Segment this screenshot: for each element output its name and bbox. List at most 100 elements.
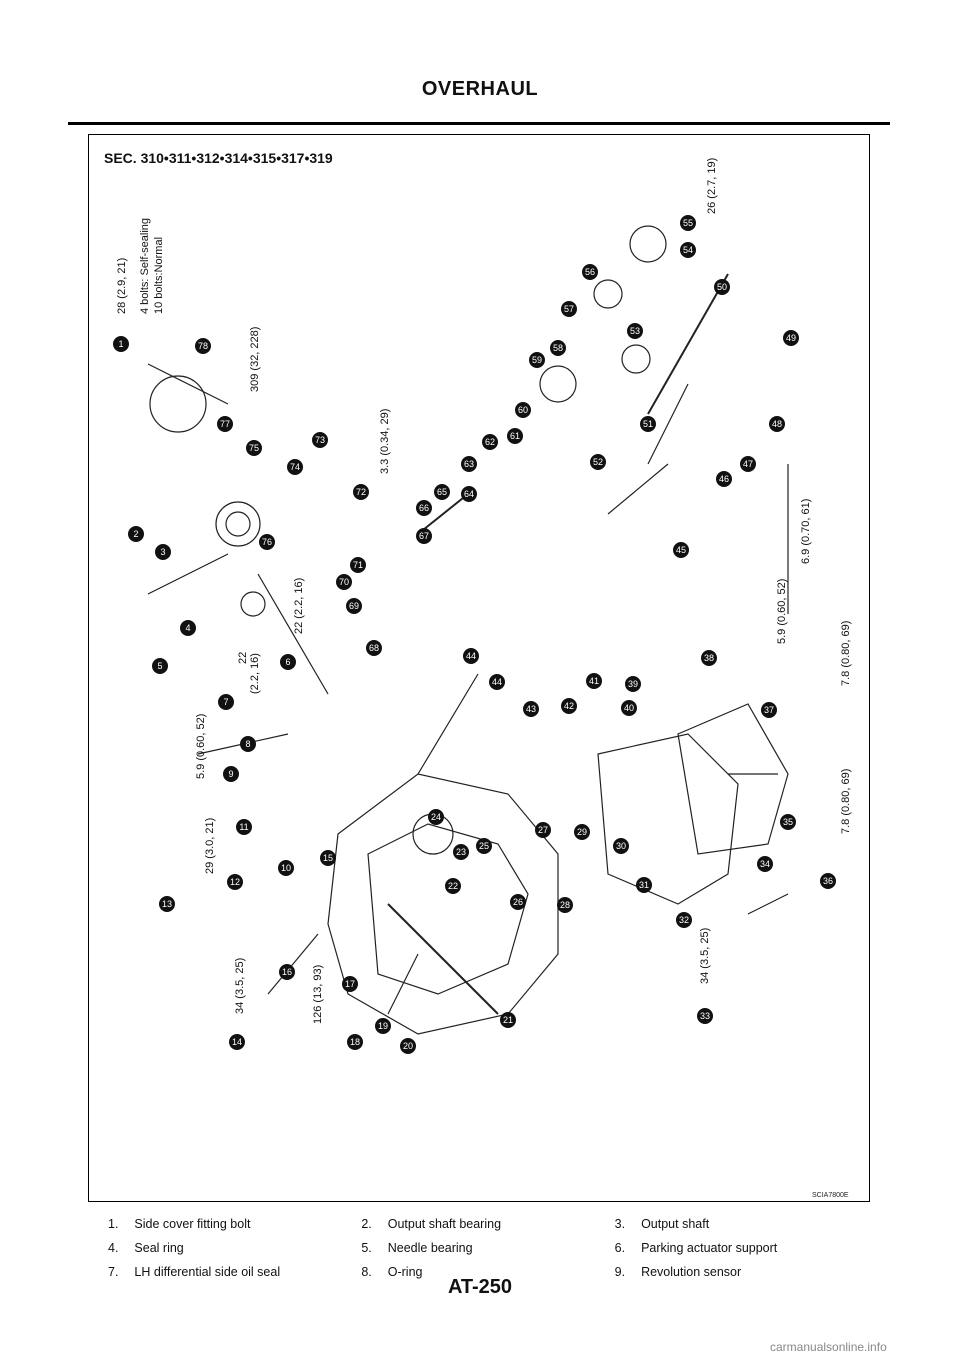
svg-text:4: 4 xyxy=(185,623,190,633)
callout-52: 52 xyxy=(590,454,606,470)
svg-text:7: 7 xyxy=(223,697,228,707)
callout-61: 61 xyxy=(507,428,523,444)
legend-item: 9. Revolution sensor xyxy=(615,1265,868,1279)
callout-4: 4 xyxy=(180,620,196,636)
callout-16: 16 xyxy=(279,964,295,980)
svg-text:30: 30 xyxy=(616,841,626,851)
svg-text:71: 71 xyxy=(353,560,363,570)
svg-text:35: 35 xyxy=(783,817,793,827)
actuator-part xyxy=(629,225,667,263)
svg-text:50: 50 xyxy=(717,282,727,292)
svg-text:58: 58 xyxy=(553,343,563,353)
legend-text: Output shaft xyxy=(641,1217,710,1231)
callout-69: 69 xyxy=(346,598,362,614)
callout-11: 11 xyxy=(236,819,252,835)
callout-18: 18 xyxy=(347,1034,363,1050)
callout-71: 71 xyxy=(350,557,366,573)
legend-text: LH differential side oil seal xyxy=(134,1265,281,1279)
svg-text:13: 13 xyxy=(162,899,172,909)
callout-21: 21 xyxy=(500,1012,516,1028)
svg-text:16: 16 xyxy=(282,967,292,977)
legend-text: Seal ring xyxy=(134,1241,184,1255)
callout-26: 26 xyxy=(510,894,526,910)
callout-24: 24 xyxy=(428,809,444,825)
legend-text: Revolution sensor xyxy=(641,1265,742,1279)
svg-text:8: 8 xyxy=(245,739,250,749)
svg-text:14: 14 xyxy=(232,1037,242,1047)
callout-58: 58 xyxy=(550,340,566,356)
legend-num: 9. xyxy=(614,1265,626,1279)
legend-num: 1. xyxy=(108,1217,119,1231)
svg-text:42: 42 xyxy=(564,701,574,711)
callout-8: 8 xyxy=(240,736,256,752)
callout-27: 27 xyxy=(535,822,551,838)
svg-text:6: 6 xyxy=(285,657,290,667)
callout-40: 40 xyxy=(621,700,637,716)
svg-text:46: 46 xyxy=(719,474,729,484)
svg-text:51: 51 xyxy=(643,419,653,429)
svg-text:19: 19 xyxy=(378,1021,388,1031)
torque-spec-22-c: (2.2, 16) xyxy=(249,653,261,694)
parts-legend: 1. Side cover fitting bolt 2. Output sha… xyxy=(108,1212,868,1284)
legend-item: 7. LH differential side oil seal xyxy=(108,1265,361,1279)
torque-spec-34-a: 34 (3.5, 25) xyxy=(234,958,246,1014)
svg-text:63: 63 xyxy=(464,459,474,469)
callout-38: 38 xyxy=(701,650,717,666)
oil-pan xyxy=(677,703,789,855)
callout-43: 43 xyxy=(523,701,539,717)
svg-text:1: 1 xyxy=(118,339,123,349)
callout-53: 53 xyxy=(627,323,643,339)
svg-text:22: 22 xyxy=(448,881,458,891)
legend-num: 6. xyxy=(614,1241,626,1255)
svg-text:66: 66 xyxy=(419,503,429,513)
callout-44b: 44 xyxy=(489,674,505,690)
svg-text:49: 49 xyxy=(786,333,796,343)
legend-num: 3. xyxy=(614,1217,626,1231)
legend-item: 4. Seal ring xyxy=(108,1241,361,1255)
legend-item: 5. Needle bearing xyxy=(361,1241,614,1255)
page-title: OVERHAUL xyxy=(421,78,539,100)
callout-45: 45 xyxy=(673,542,689,558)
figure-code: SCIA7800E xyxy=(812,1192,849,1199)
svg-text:40: 40 xyxy=(624,703,634,713)
svg-text:21: 21 xyxy=(503,1015,513,1025)
callout-56: 56 xyxy=(582,264,598,280)
callout-65: 65 xyxy=(434,484,450,500)
svg-text:31: 31 xyxy=(639,880,649,890)
svg-text:9: 9 xyxy=(228,769,233,779)
callout-19: 19 xyxy=(375,1018,391,1034)
page-number: AT-250 xyxy=(447,1276,513,1298)
callout-57: 57 xyxy=(561,301,577,317)
callout-55: 55 xyxy=(680,215,696,231)
svg-text:20: 20 xyxy=(403,1041,413,1051)
callout-67: 67 xyxy=(416,528,432,544)
callout-30: 30 xyxy=(613,838,629,854)
svg-text:65: 65 xyxy=(437,487,447,497)
svg-text:72: 72 xyxy=(356,487,366,497)
callout-73: 73 xyxy=(312,432,328,448)
callout-25: 25 xyxy=(476,838,492,854)
callout-48: 48 xyxy=(769,416,785,432)
legend-num: 4. xyxy=(108,1241,119,1255)
callout-20: 20 xyxy=(400,1038,416,1054)
legend-item: 8. O-ring xyxy=(361,1265,614,1279)
torque-spec-29: 29 (3.0, 21) xyxy=(204,818,216,874)
callout-28: 28 xyxy=(557,897,573,913)
svg-text:44: 44 xyxy=(466,651,476,661)
servo-part xyxy=(621,344,651,374)
output-shaft-gear xyxy=(215,501,261,547)
callout-75: 75 xyxy=(246,440,262,456)
case-inner-detail xyxy=(367,823,529,995)
callout-1: 1 xyxy=(113,336,129,352)
callout-47: 47 xyxy=(740,456,756,472)
legend-item: 3. Output shaft xyxy=(615,1217,868,1231)
torque-spec-6.9: 6.9 (0.70, 61) xyxy=(800,499,812,564)
legend-num: 8. xyxy=(361,1265,372,1279)
title-divider xyxy=(68,122,890,125)
svg-text:27: 27 xyxy=(538,825,548,835)
svg-text:28: 28 xyxy=(560,900,570,910)
legend-row: 1. Side cover fitting bolt 2. Output sha… xyxy=(108,1212,868,1236)
legend-num: 5. xyxy=(361,1241,372,1255)
legend-num: 7. xyxy=(108,1265,119,1279)
torque-spec-22-b: 22 xyxy=(237,652,249,664)
